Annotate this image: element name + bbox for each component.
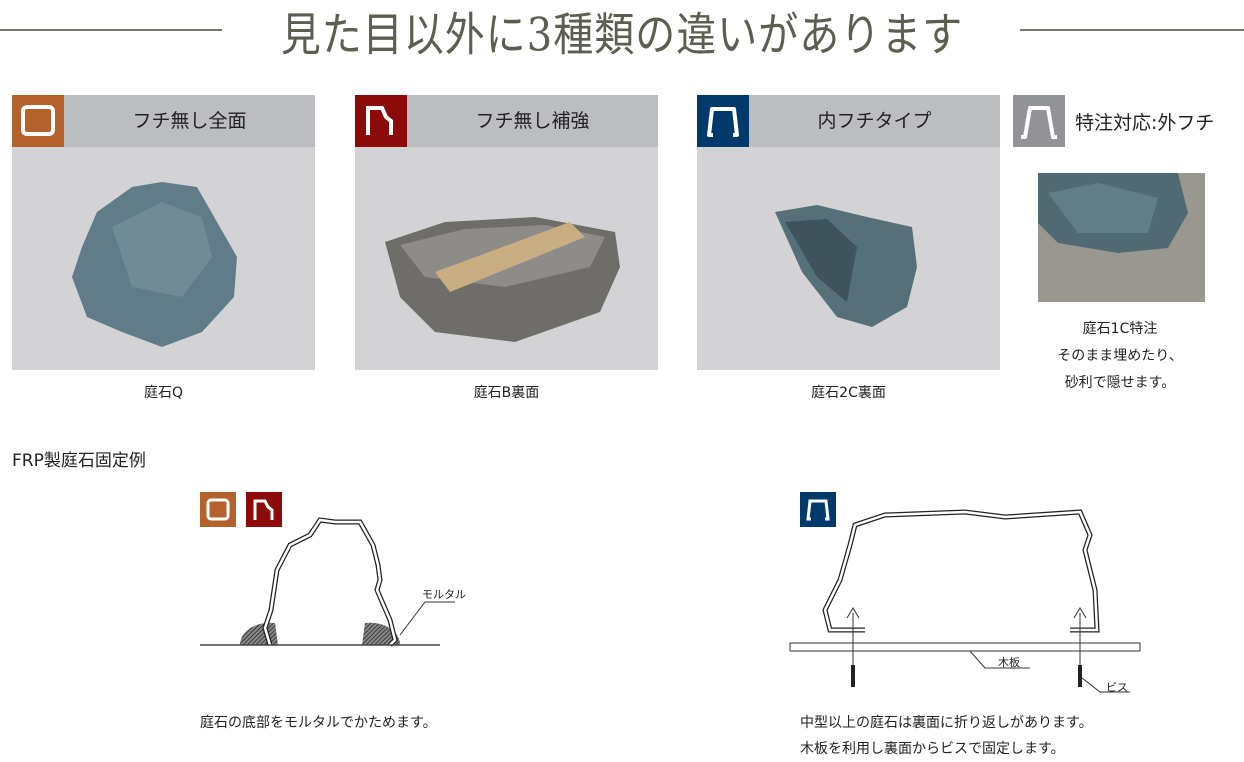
special-caption: 庭石1C特注 そのまま埋めたり、 砂利で隠せます。 [1020,316,1220,397]
type-card-reinforced: フチ無し補強 庭石B裏面 [355,95,658,402]
type-label: フチ無し補強 [475,110,590,132]
board-callout: 木板 [998,656,1020,669]
caption-line: 木板を利用し裏面からビスで固定します。 [800,741,1065,757]
board-fixing-diagram [789,509,1141,693]
right-diagram-caption: 中型以上の庭石は裏面に折り返しがあります。 木板を利用し裏面からビスで固定します… [800,710,1093,762]
type-card-full: フチ無し全面 庭石Q [12,95,315,402]
type-caption: 庭石2C裏面 [811,385,886,401]
stone-photo [697,147,1000,370]
type-label: 内フチタイプ [817,110,932,132]
title-rule-right [1020,29,1244,31]
type-label: フチ無し全面 [132,110,247,132]
special-stone-photo [1038,173,1205,302]
inner-edge-icon [800,492,836,527]
stone-photo [12,147,315,370]
square-frame-icon [200,492,236,527]
special-caption-line: そのまま埋めたり、 [1057,348,1183,364]
title-rule-left [0,29,222,31]
inner-edge-icon [697,95,749,147]
special-caption-line: 砂利で隠せます。 [1064,375,1176,391]
page-title: 見た目以外に3種類の違いがあります [280,9,964,63]
stone-photo [355,147,658,370]
type-caption: 庭石B裏面 [473,385,540,401]
special-caption-line: 庭石1C特注 [1082,321,1158,337]
reinforced-edge-icon [355,95,407,147]
caption-line: 中型以上の庭石は裏面に折り返しがあります。 [800,715,1093,731]
section-title: FRP製庭石固定例 [12,451,146,471]
outer-edge-icon [1013,95,1065,147]
reinforced-edge-icon [246,492,282,527]
type-card-inner-edge: 内フチタイプ 庭石2C裏面 [697,95,1000,402]
type-caption: 庭石Q [143,385,184,401]
special-label: 特注対応:外フチ [1075,112,1215,134]
mortar-callout: モルタル [422,588,466,601]
left-diagram-caption: 庭石の底部をモルタルでかためます。 [200,715,437,731]
mortar-fixing-diagram [200,517,455,647]
screw-callout: ビス [1106,681,1128,694]
square-frame-icon [12,95,64,147]
